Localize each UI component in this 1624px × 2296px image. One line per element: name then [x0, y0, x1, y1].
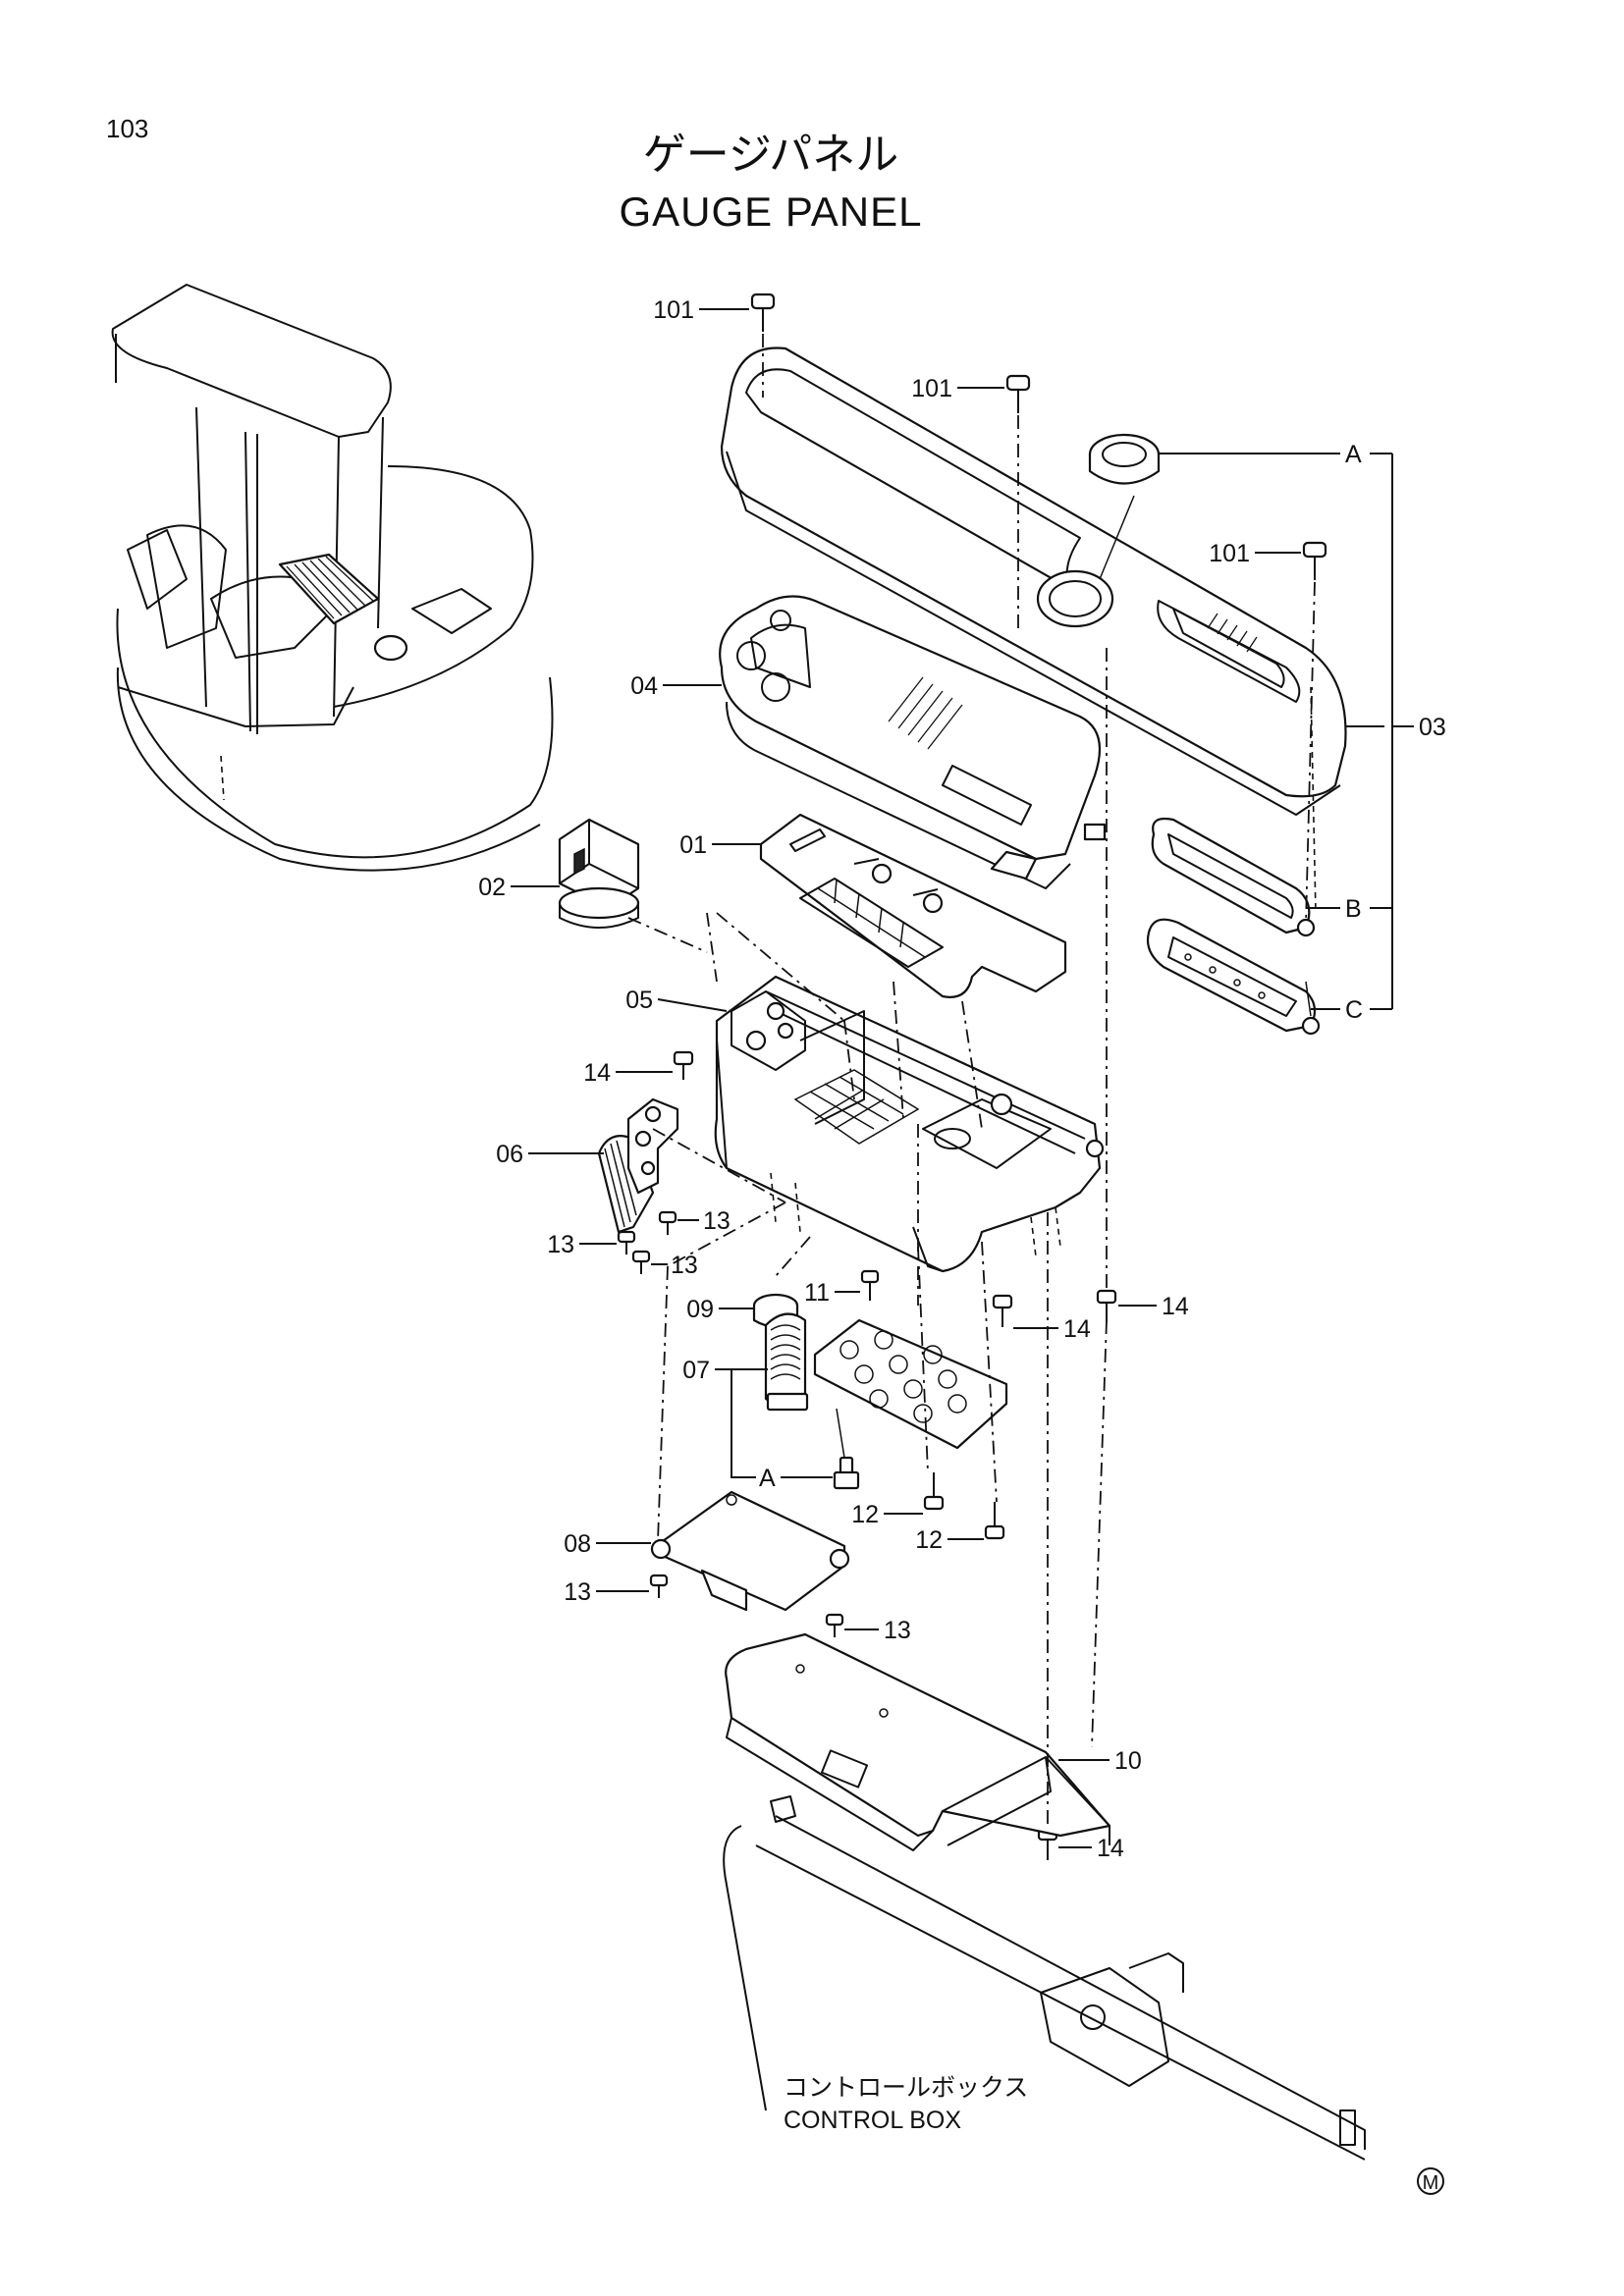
screw-12-b	[984, 1502, 1005, 1540]
callout-12: 12	[915, 1526, 943, 1554]
control-box-label-japanese: コントロールボックス	[784, 2073, 1028, 2102]
callout-12: 12	[851, 1501, 879, 1528]
callout-14: 14	[1063, 1315, 1091, 1343]
part-01-display-film	[759, 813, 1067, 998]
part-04-gauge-lens	[719, 595, 1107, 889]
screw-13-a	[658, 1210, 677, 1235]
control-box-label-english: CONTROL BOX	[784, 2107, 961, 2134]
screw-12-a	[923, 1472, 945, 1511]
screw-101-a	[750, 293, 776, 332]
callout-a: A	[759, 1465, 776, 1492]
screw-101-c	[1302, 541, 1327, 580]
part-06-connector	[597, 1097, 679, 1234]
callout-13: 13	[703, 1207, 731, 1235]
callout-05: 05	[625, 987, 653, 1014]
callout-labels: 101 101 101 A 03 04 01 02 B C 05 14 06 1…	[478, 296, 1446, 1862]
assembly-lines	[627, 334, 1316, 1826]
callout-13: 13	[564, 1578, 591, 1606]
callout-03: 03	[1419, 714, 1446, 741]
part-10-cover-plate	[725, 1632, 1111, 1851]
screw-14-c	[1096, 1289, 1117, 1322]
part-c-frame	[1146, 918, 1321, 1036]
callout-06: 06	[496, 1141, 523, 1168]
part-08-circuit-board	[650, 1490, 850, 1612]
grommet-a	[1088, 433, 1161, 485]
callout-07: 07	[682, 1357, 710, 1384]
screw-13-c	[631, 1250, 651, 1274]
screw-11	[860, 1269, 880, 1301]
bulb-a	[833, 1408, 860, 1490]
part-b-frame	[1151, 817, 1316, 937]
screw-14-b	[992, 1294, 1013, 1327]
screws	[617, 293, 1327, 1860]
callout-11: 11	[804, 1279, 830, 1307]
leader-lines	[511, 308, 1384, 1848]
callout-101: 101	[653, 296, 694, 324]
callout-101: 101	[1209, 540, 1250, 567]
title-english: GAUGE PANEL	[620, 188, 923, 235]
machine-overview-illustration	[111, 284, 554, 872]
callout-101: 101	[911, 375, 952, 402]
screw-14-a	[673, 1050, 694, 1080]
screw-13-d	[649, 1574, 669, 1598]
callout-04: 04	[630, 672, 658, 700]
abc-bracket	[1370, 453, 1414, 1010]
callout-14: 14	[1097, 1835, 1124, 1862]
mark-letter: M	[1423, 2172, 1439, 2194]
circled-m-mark: M	[1417, 2167, 1444, 2195]
callout-01: 01	[679, 831, 707, 859]
callout-a: A	[1345, 441, 1362, 468]
callout-c: C	[1345, 996, 1363, 1024]
callout-08: 08	[564, 1530, 591, 1558]
page-number: 103	[106, 114, 148, 143]
screw-13-e	[825, 1613, 844, 1637]
callout-13: 13	[884, 1617, 911, 1644]
part-02-buzzer	[558, 818, 640, 929]
screw-101-b	[1005, 374, 1031, 413]
callout-b: B	[1345, 895, 1362, 923]
callout-14: 14	[1162, 1293, 1189, 1320]
callout-02: 02	[478, 874, 506, 901]
callout-09: 09	[686, 1296, 714, 1323]
title-japanese: ゲージパネル	[643, 130, 898, 180]
control-box-outline	[723, 1795, 1366, 2161]
callout-13: 13	[671, 1252, 698, 1279]
callout-13: 13	[547, 1231, 574, 1258]
callout-10: 10	[1114, 1747, 1142, 1775]
part-05-gauge-case	[714, 975, 1105, 1273]
callout-14: 14	[583, 1059, 611, 1087]
part-07-circuit-board	[764, 1312, 1008, 1450]
screw-13-b	[617, 1230, 636, 1255]
